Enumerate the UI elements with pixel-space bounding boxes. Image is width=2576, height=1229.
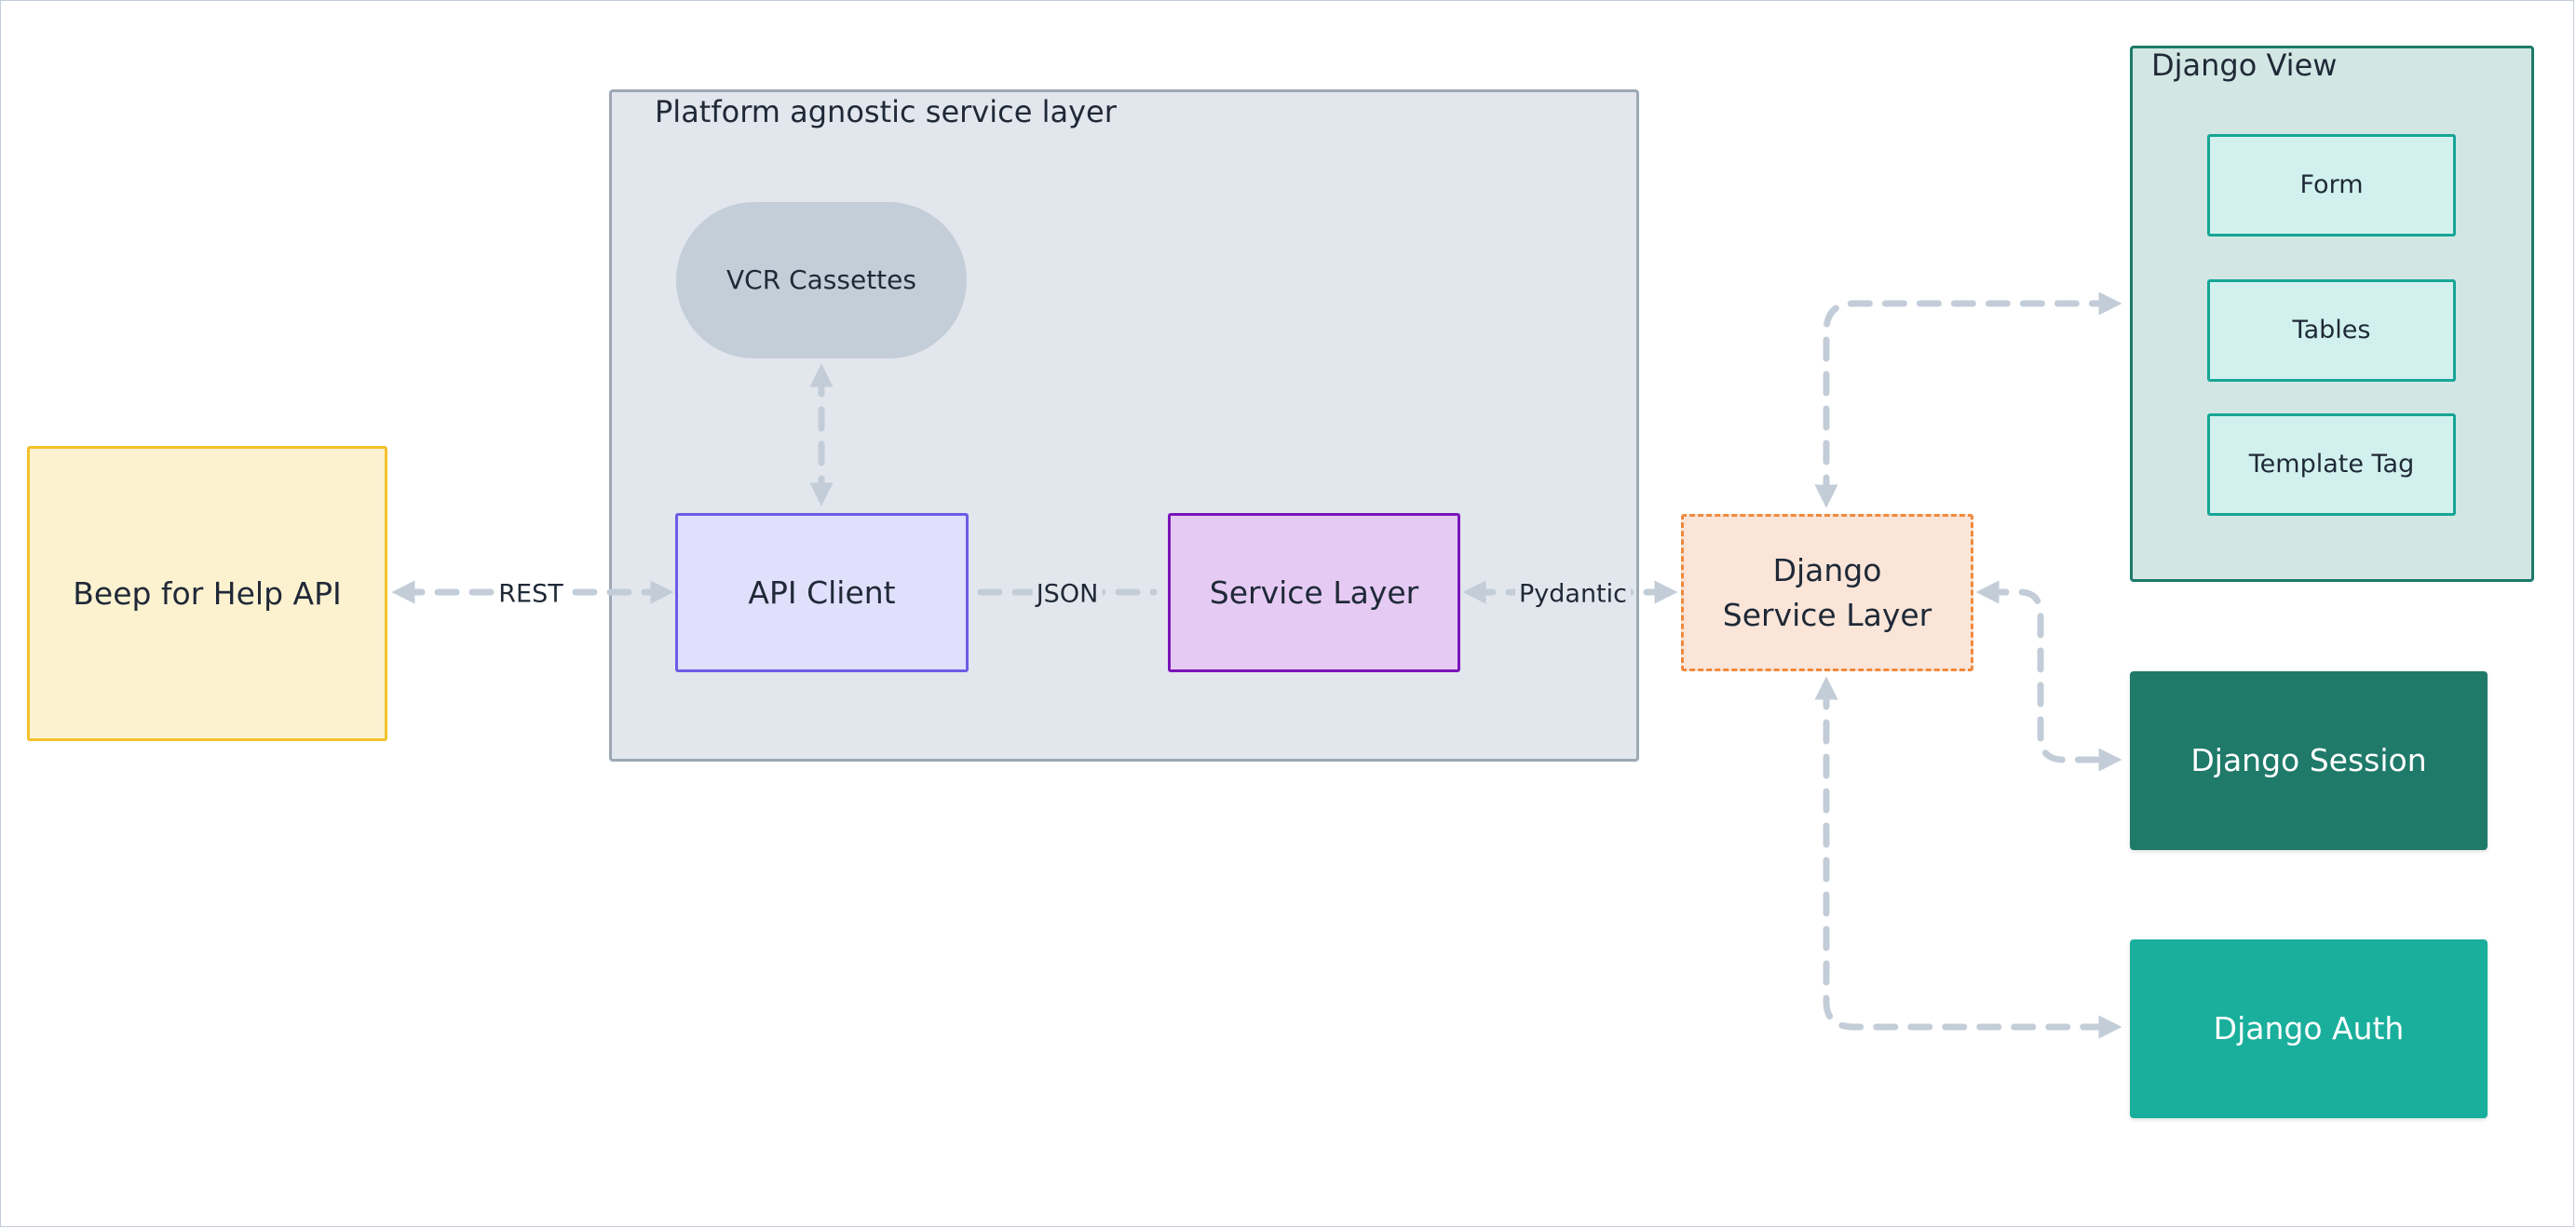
node-service-layer[interactable]: Service Layer [1168, 513, 1460, 672]
edge-django-sl-auth [1814, 676, 2122, 1039]
edge-label-json: JSON [1032, 579, 1103, 609]
node-form[interactable]: Form [2207, 134, 2456, 236]
group-platform-agnostic-title: Platform agnostic service layer [655, 94, 1117, 129]
node-vcr-cassettes[interactable]: VCR Cassettes [676, 202, 967, 358]
node-beep-for-help-api[interactable]: Beep for Help API [27, 446, 387, 741]
group-django-view-title: Django View [2151, 47, 2338, 83]
node-django-service-layer[interactable]: Django Service Layer [1681, 514, 1973, 671]
node-api-client[interactable]: API Client [675, 513, 969, 672]
node-template-tag[interactable]: Template Tag [2207, 413, 2456, 516]
edge-django-sl-view [1814, 291, 2122, 508]
edge-django-sl-session [1975, 580, 2122, 772]
node-tables[interactable]: Tables [2207, 279, 2456, 382]
node-django-auth[interactable]: Django Auth [2130, 939, 2488, 1118]
edge-label-pydantic: Pydantic [1515, 579, 1631, 609]
edge-label-rest: REST [495, 579, 567, 609]
node-django-session[interactable]: Django Session [2130, 671, 2488, 850]
